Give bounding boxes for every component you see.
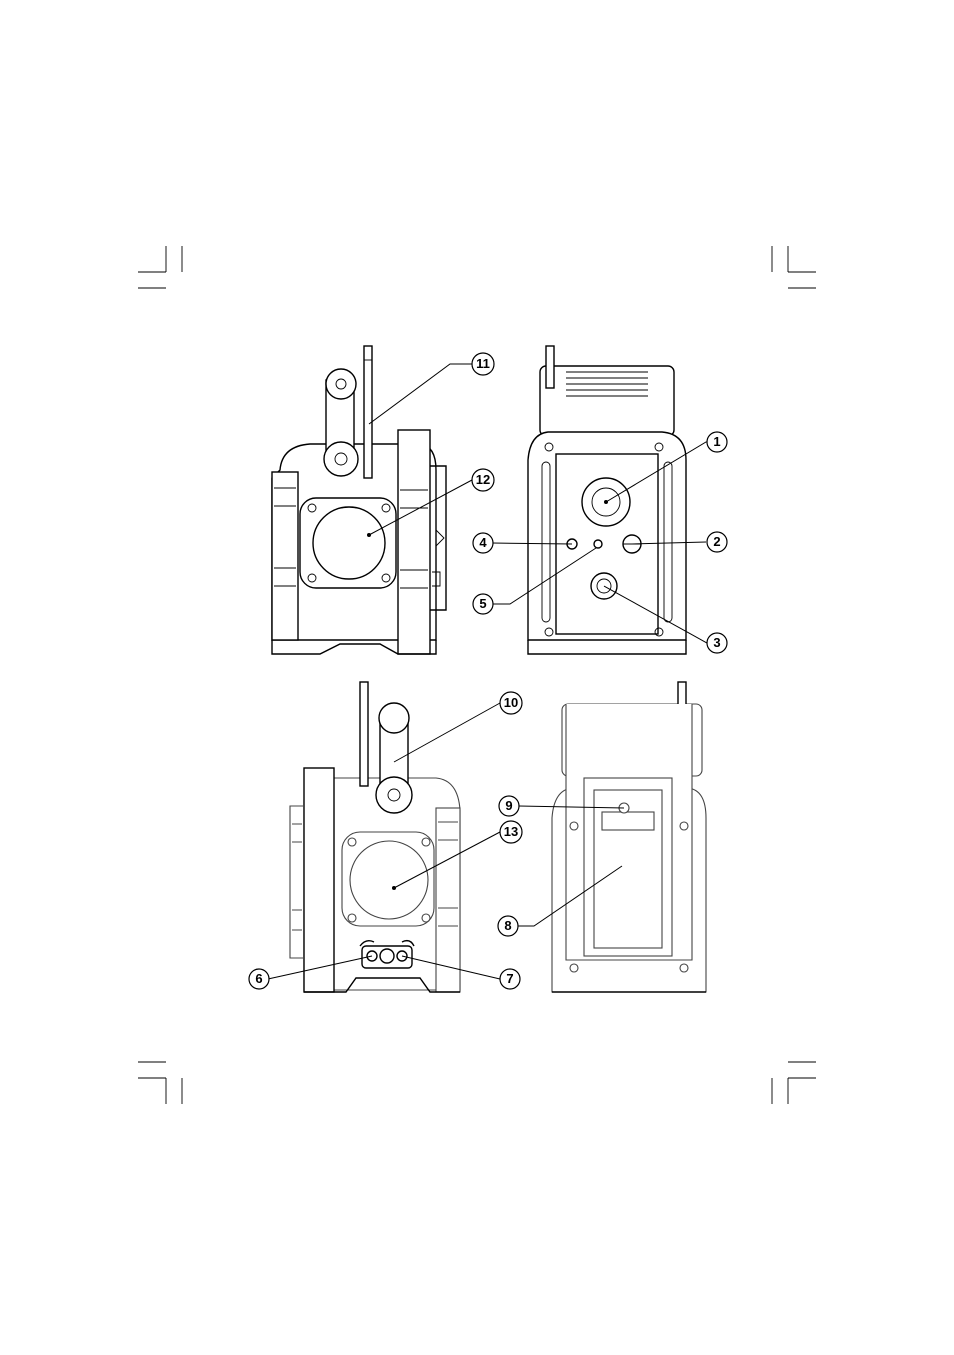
callout-12: 12 (472, 469, 494, 491)
callout-13: 13 (500, 821, 522, 843)
callout-2: 2 (707, 532, 727, 552)
callout-9: 9 (499, 796, 519, 816)
callout-11: 11 (472, 353, 494, 375)
callout-label-2: 2 (713, 534, 720, 549)
callout-label-5: 5 (479, 596, 486, 611)
callout-label-8: 8 (504, 918, 511, 933)
rear-view (552, 682, 706, 992)
front-view-controls (528, 346, 686, 654)
callout-label-9: 9 (505, 798, 512, 813)
callout-5: 5 (473, 594, 493, 614)
callout-label-7: 7 (506, 971, 513, 986)
callout-label-6: 6 (255, 971, 262, 986)
callout-6: 6 (249, 969, 269, 989)
callout-label-12: 12 (476, 472, 490, 487)
callout-label-3: 3 (713, 635, 720, 650)
callout-3: 3 (707, 633, 727, 653)
callout-label-13: 13 (504, 824, 518, 839)
crop-marks (138, 246, 816, 1104)
callout-label-4: 4 (479, 535, 487, 550)
side-view-left (272, 346, 446, 654)
callout-8: 8 (498, 916, 518, 936)
callout-label-10: 10 (504, 695, 518, 710)
callout-7: 7 (500, 969, 520, 989)
callout-label-1: 1 (713, 434, 720, 449)
callout-1: 1 (707, 432, 727, 452)
side-view-right (290, 682, 460, 992)
callout-10: 10 (500, 692, 522, 714)
callout-4: 4 (473, 533, 493, 553)
callout-label-11: 11 (476, 356, 490, 371)
